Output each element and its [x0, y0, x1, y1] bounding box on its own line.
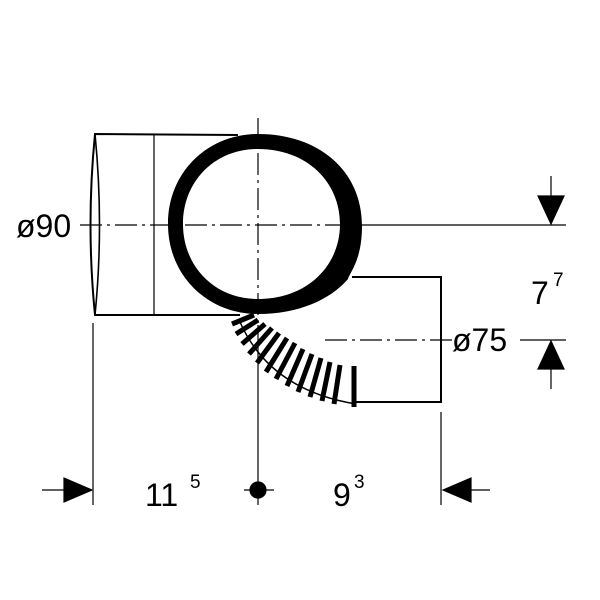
- label-diameter-inlet: ø90: [16, 208, 71, 244]
- dim-right-value: 9: [333, 477, 351, 513]
- body-ring: [168, 134, 362, 314]
- corrugated-bend: [231, 312, 357, 407]
- dim-vertical-value: 7: [531, 275, 549, 311]
- dim-right-superscript: 3: [354, 472, 365, 493]
- dim-vertical-superscript: 7: [553, 270, 564, 291]
- extension-lines: [92, 323, 442, 505]
- dim-left-value: 11: [145, 477, 178, 513]
- center-lines: [80, 118, 452, 341]
- label-diameter-outlet: ø75: [452, 322, 507, 358]
- vertical-dimension-arrows: [537, 176, 565, 389]
- dim-left-superscript: 5: [190, 472, 201, 493]
- horizontal-dimension-arrows: [42, 477, 490, 503]
